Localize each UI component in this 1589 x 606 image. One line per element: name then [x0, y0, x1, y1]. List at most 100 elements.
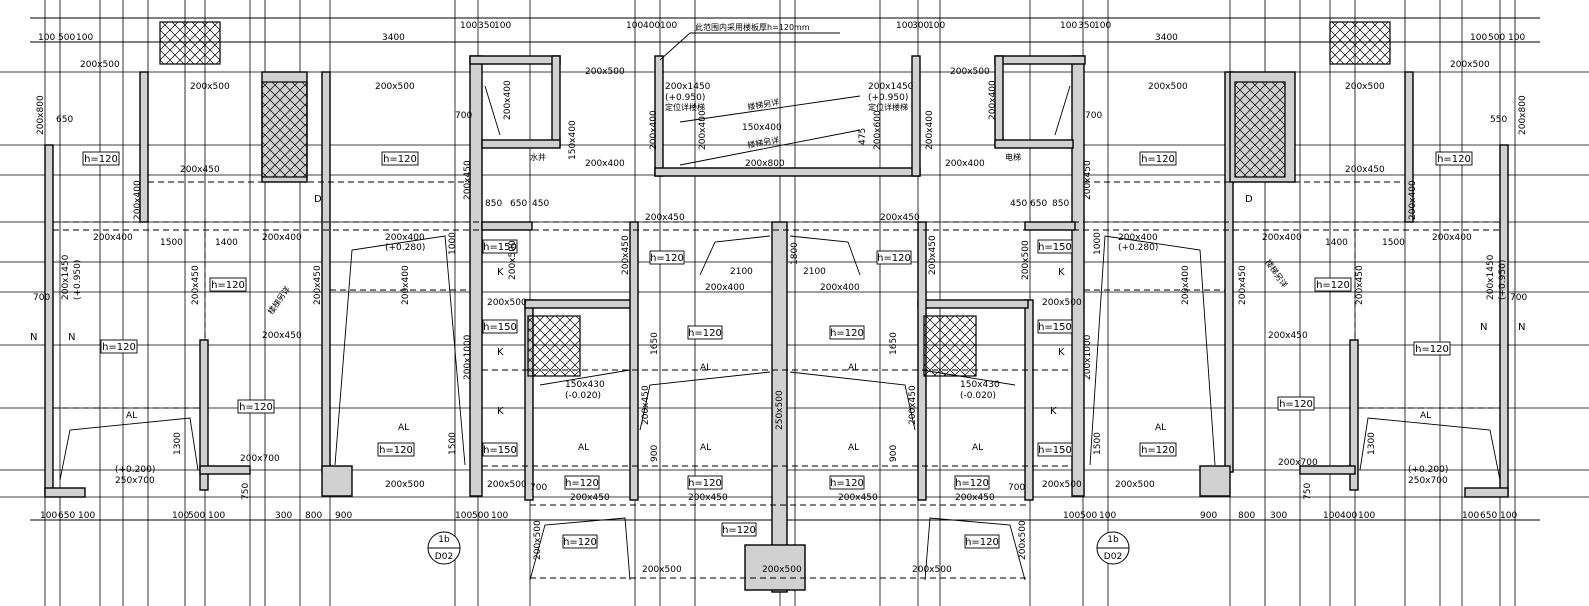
svg-text:200x450: 200x450: [191, 265, 201, 305]
svg-text:100: 100: [208, 511, 225, 521]
svg-text:200x450: 200x450: [570, 493, 610, 503]
svg-text:500: 500: [188, 511, 205, 521]
svg-text:500: 500: [1080, 511, 1097, 521]
svg-text:100: 100: [38, 33, 55, 43]
svg-text:AL: AL: [972, 443, 983, 453]
svg-text:150x400: 150x400: [742, 123, 782, 133]
svg-text:h=120: h=120: [1316, 280, 1350, 291]
svg-text:100: 100: [1500, 511, 1517, 521]
svg-text:100: 100: [626, 21, 643, 31]
svg-text:D: D: [314, 194, 322, 205]
svg-text:900: 900: [650, 445, 660, 462]
svg-text:h=150: h=150: [1038, 242, 1072, 253]
slab-box: h=120: [721, 522, 757, 537]
svg-text:200x450: 200x450: [621, 235, 631, 275]
slab-box: h=120: [829, 475, 865, 490]
svg-text:200x500: 200x500: [1148, 82, 1188, 92]
svg-text:h=120: h=120: [955, 478, 989, 489]
svg-text:100: 100: [40, 511, 57, 521]
svg-text:150x430: 150x430: [565, 380, 605, 390]
svg-text:200x500: 200x500: [912, 565, 952, 575]
svg-text:475: 475: [858, 128, 868, 145]
svg-text:3400: 3400: [1155, 33, 1178, 43]
svg-text:K: K: [497, 267, 504, 278]
svg-text:900: 900: [889, 445, 899, 462]
svg-text:200x400: 200x400: [988, 80, 998, 120]
svg-text:AL: AL: [126, 411, 137, 421]
svg-text:AL: AL: [700, 363, 711, 373]
slab-box: h=120: [1139, 151, 1177, 166]
svg-text:700: 700: [33, 293, 50, 303]
svg-text:h=120: h=120: [830, 478, 864, 489]
svg-text:200x450: 200x450: [880, 213, 920, 223]
svg-text:200x500: 200x500: [1042, 298, 1082, 308]
svg-text:100: 100: [1063, 511, 1080, 521]
svg-text:1650: 1650: [889, 332, 899, 355]
svg-text:200x400: 200x400: [503, 80, 513, 120]
svg-text:h=150: h=150: [483, 445, 517, 456]
beam-vertical-labels: 200x400 200x400 200x450 200x450 200x450 …: [36, 80, 1528, 560]
svg-text:300: 300: [275, 511, 292, 521]
svg-text:200x600: 200x600: [873, 110, 883, 150]
slab-box: h=120: [964, 534, 1000, 549]
svg-text:200x400: 200x400: [385, 233, 425, 243]
svg-text:200x500: 200x500: [190, 82, 230, 92]
slab-box: h=150: [482, 239, 518, 254]
svg-text:300: 300: [912, 21, 929, 31]
svg-text:300: 300: [1270, 511, 1287, 521]
svg-text:200x1450: 200x1450: [61, 254, 71, 300]
svg-text:h=120: h=120: [563, 537, 597, 548]
svg-text:1500: 1500: [448, 432, 458, 455]
svg-text:200x450: 200x450: [1268, 331, 1308, 341]
svg-text:200x450: 200x450: [1355, 265, 1365, 305]
svg-text:900: 900: [335, 511, 352, 521]
svg-text:200x450: 200x450: [645, 213, 685, 223]
slab-box: h=120: [100, 339, 138, 354]
svg-text:200x500: 200x500: [1450, 60, 1490, 70]
svg-text:h=120: h=120: [1437, 154, 1471, 165]
svg-text:200x700: 200x700: [1278, 458, 1318, 468]
svg-text:h=150: h=150: [483, 322, 517, 333]
svg-text:h=120: h=120: [1279, 399, 1313, 410]
svg-text:200x500: 200x500: [1018, 520, 1028, 560]
svg-text:AL: AL: [398, 423, 409, 433]
svg-text:200x800: 200x800: [745, 159, 785, 169]
section-mark-left: 1b D02: [427, 531, 461, 565]
slab-note-text: 此范围内采用楼板厚h=120mm: [695, 22, 810, 32]
svg-text:100: 100: [455, 511, 472, 521]
svg-text:200x1450: 200x1450: [665, 82, 711, 92]
svg-text:250x700: 250x700: [1408, 476, 1448, 486]
svg-text:h=150: h=150: [483, 242, 517, 253]
slab-box: h=120: [209, 277, 247, 292]
slab-box: h=120: [237, 399, 275, 414]
svg-text:650: 650: [56, 115, 73, 125]
svg-text:K: K: [1050, 406, 1057, 417]
svg-text:AL: AL: [1420, 411, 1431, 421]
top-note: 此范围内采用楼板厚h=120mm: [659, 22, 840, 61]
slab-box: h=150: [482, 442, 518, 457]
svg-text:200x400: 200x400: [1181, 265, 1191, 305]
slab-box: h=150: [1037, 319, 1073, 334]
svg-text:100: 100: [491, 511, 508, 521]
beam-dashed-lines: [53, 181, 1500, 579]
svg-text:150x430: 150x430: [960, 380, 1000, 390]
svg-text:(-0.020): (-0.020): [960, 391, 996, 401]
svg-text:K: K: [1058, 347, 1065, 358]
svg-text:h=120: h=120: [379, 445, 413, 456]
svg-text:h=120: h=120: [383, 154, 417, 165]
svg-text:100: 100: [1508, 33, 1525, 43]
svg-text:1500: 1500: [1093, 432, 1103, 455]
svg-text:400: 400: [1340, 511, 1357, 521]
svg-text:100: 100: [76, 33, 93, 43]
svg-text:200x450: 200x450: [641, 385, 651, 425]
svg-text:500: 500: [472, 511, 489, 521]
svg-text:h=120: h=120: [239, 402, 273, 413]
svg-text:100: 100: [460, 21, 477, 31]
svg-text:200x500: 200x500: [508, 240, 518, 280]
slab-box: h=120: [876, 250, 912, 265]
svg-text:200x500: 200x500: [375, 82, 415, 92]
svg-text:450: 450: [532, 199, 549, 209]
svg-text:200x700: 200x700: [240, 454, 280, 464]
svg-text:100: 100: [1470, 33, 1487, 43]
